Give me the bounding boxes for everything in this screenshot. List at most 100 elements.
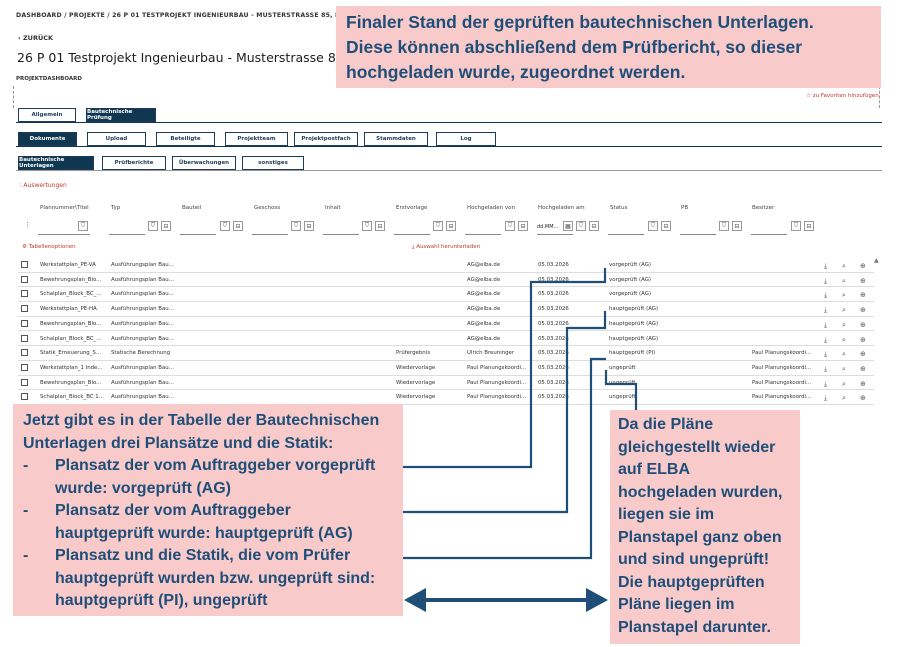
column-header[interactable]: Geschoss <box>254 205 281 211</box>
tab-sonstiges[interactable]: sonstiges <box>242 156 304 170</box>
row-checkbox[interactable] <box>21 305 28 313</box>
column-header[interactable]: PB <box>681 205 689 211</box>
clear-filter-icon[interactable]: ⊟ <box>518 221 528 231</box>
table-row[interactable]: Bewehrungsplan_Blo...Ausführungsplan Bau… <box>18 317 874 332</box>
column-header[interactable]: Hochgeladen von <box>467 205 515 211</box>
row-checkbox[interactable] <box>21 393 28 401</box>
table-options-button[interactable]: ⚙ Tabellenoptionen <box>22 244 76 250</box>
filter-input[interactable] <box>751 219 787 235</box>
filter-icon[interactable]: ⛉ <box>362 221 372 231</box>
clear-filter-icon[interactable]: ⊟ <box>732 221 742 231</box>
add-icon[interactable]: ⊕ <box>860 320 866 329</box>
tab-beteiligte[interactable]: Beteiligte <box>156 132 215 146</box>
row-checkbox[interactable] <box>21 275 28 283</box>
download-icon[interactable]: ⤓ <box>824 276 828 285</box>
table-row[interactable]: Schalplan_Block_BC_...Ausführungsplan Ba… <box>18 332 874 347</box>
table-row[interactable]: Schalplan_Block_BC 1...Ausführungsplan B… <box>18 390 874 405</box>
tab-pruefberichte[interactable]: Prüfberichte <box>102 156 166 170</box>
column-header[interactable]: Plannummer\Titel <box>40 205 89 211</box>
row-checkbox[interactable] <box>21 378 28 386</box>
search-icon[interactable]: ⌕ <box>842 320 846 329</box>
calendar-icon[interactable]: ▦ <box>563 221 573 231</box>
add-icon[interactable]: ⊕ <box>860 335 866 344</box>
download-icon[interactable]: ⤓ <box>824 320 828 329</box>
breadcrumb[interactable]: DASHBOARD / PROJEKTE / 26 P 01 TESTPROJE… <box>16 12 446 19</box>
row-checkbox[interactable] <box>21 319 28 327</box>
date-filter-input[interactable]: dd.MM... <box>537 219 573 235</box>
clear-filter-icon[interactable]: ⊟ <box>233 221 243 231</box>
filter-input[interactable] <box>180 219 216 235</box>
tab-projektteam[interactable]: Projektteam <box>225 132 288 146</box>
search-icon[interactable]: ⌕ <box>842 276 846 285</box>
search-icon[interactable]: ⌕ <box>842 379 846 388</box>
filter-icon[interactable]: ⛉ <box>433 221 443 231</box>
download-icon[interactable]: ⤓ <box>824 306 828 315</box>
tab-allgemein[interactable]: Allgemein <box>18 108 76 122</box>
row-checkbox[interactable] <box>21 363 28 371</box>
row-checkbox[interactable] <box>21 261 28 268</box>
clear-filter-icon[interactable]: ⊟ <box>804 221 814 231</box>
table-row[interactable]: Bewehrungsplan_Blo...Ausführungsplan Bau… <box>18 273 874 288</box>
download-icon[interactable]: ⤓ <box>824 350 828 359</box>
search-icon[interactable]: ⌕ <box>842 364 846 373</box>
table-row[interactable]: Werkstattplan_1 Inde...Ausführungsplan B… <box>18 361 874 376</box>
filter-input[interactable] <box>465 219 501 235</box>
tab-bautechnische-pruefung[interactable]: Bautechnische Prüfung <box>86 108 156 122</box>
table-row[interactable]: Bewehrungsplan_Blo...Ausführungsplan Bau… <box>18 376 874 391</box>
download-icon[interactable]: ⤓ <box>824 379 828 388</box>
table-row[interactable]: Schalplan_Block_BC_...Ausführungsplan Ba… <box>18 287 874 303</box>
back-link[interactable]: ‹ ZURÜCK <box>18 34 54 42</box>
clear-filter-icon[interactable]: ⊟ <box>161 221 171 231</box>
search-icon[interactable]: ⌕ <box>842 291 846 300</box>
tab-log[interactable]: Log <box>436 132 496 146</box>
filter-icon[interactable]: ⛉ <box>648 221 658 231</box>
column-header[interactable]: Bauteil <box>182 205 202 211</box>
filter-icon[interactable]: ⛉ <box>505 221 515 231</box>
search-icon[interactable]: ⌕ <box>842 262 846 270</box>
tab-dokumente[interactable]: Dokumente <box>18 132 77 146</box>
auswertungen-link[interactable]: ⫶ Auswertungen <box>20 182 67 189</box>
row-checkbox[interactable] <box>21 349 28 357</box>
column-header[interactable]: Status <box>610 205 628 211</box>
tab-bautechnische-unterlagen[interactable]: Bautechnische Unterlagen <box>18 156 94 170</box>
search-icon[interactable]: ⌕ <box>842 350 846 359</box>
filter-icon[interactable]: ⛉ <box>719 221 729 231</box>
add-icon[interactable]: ⊕ <box>860 364 866 373</box>
download-icon[interactable]: ⤓ <box>824 291 828 300</box>
filter-input[interactable] <box>394 219 430 235</box>
tab-upload[interactable]: Upload <box>87 132 146 146</box>
clear-filter-icon[interactable]: ⊟ <box>661 221 671 231</box>
add-icon[interactable]: ⊕ <box>860 394 866 403</box>
download-icon[interactable]: ⤓ <box>824 335 828 344</box>
download-icon[interactable]: ⤓ <box>824 364 828 373</box>
filter-icon[interactable]: ⛉ <box>291 221 301 231</box>
table-row[interactable]: Statik_Erneuerung_S...Statische Berechnu… <box>18 346 874 361</box>
add-icon[interactable]: ⊕ <box>860 262 866 270</box>
filter-input[interactable] <box>680 219 716 235</box>
filter-input[interactable] <box>109 219 145 235</box>
column-header[interactable]: Erstvorlage <box>396 205 428 211</box>
download-icon[interactable]: ⤓ <box>824 394 828 403</box>
add-icon[interactable]: ⊕ <box>860 350 866 359</box>
add-icon[interactable]: ⊕ <box>860 291 866 300</box>
clear-filter-icon[interactable]: ⊟ <box>589 221 599 231</box>
search-icon[interactable]: ⌕ <box>842 335 846 344</box>
add-icon[interactable]: ⊕ <box>860 276 866 285</box>
filter-input[interactable] <box>608 219 644 235</box>
clear-filter-icon[interactable]: ⊟ <box>375 221 385 231</box>
scroll-up-icon[interactable]: ▲ <box>874 257 879 264</box>
add-icon[interactable]: ⊕ <box>860 306 866 315</box>
clear-filter-icon[interactable]: ⊟ <box>446 221 456 231</box>
tab-projektpostfach[interactable]: Projektpostfach <box>294 132 358 146</box>
filter-icon[interactable]: ⛉ <box>220 221 230 231</box>
clear-filter-icon[interactable]: ⊟ <box>304 221 314 231</box>
filter-input[interactable] <box>252 219 288 235</box>
download-icon[interactable]: ⤓ <box>824 262 828 270</box>
filter-icon[interactable]: ⛉ <box>576 221 586 231</box>
kebab-menu-icon[interactable]: ⋮ <box>24 221 31 229</box>
column-header[interactable]: Typ <box>111 205 121 211</box>
filter-icon[interactable]: ⛉ <box>78 221 88 231</box>
search-icon[interactable]: ⌕ <box>842 394 846 403</box>
